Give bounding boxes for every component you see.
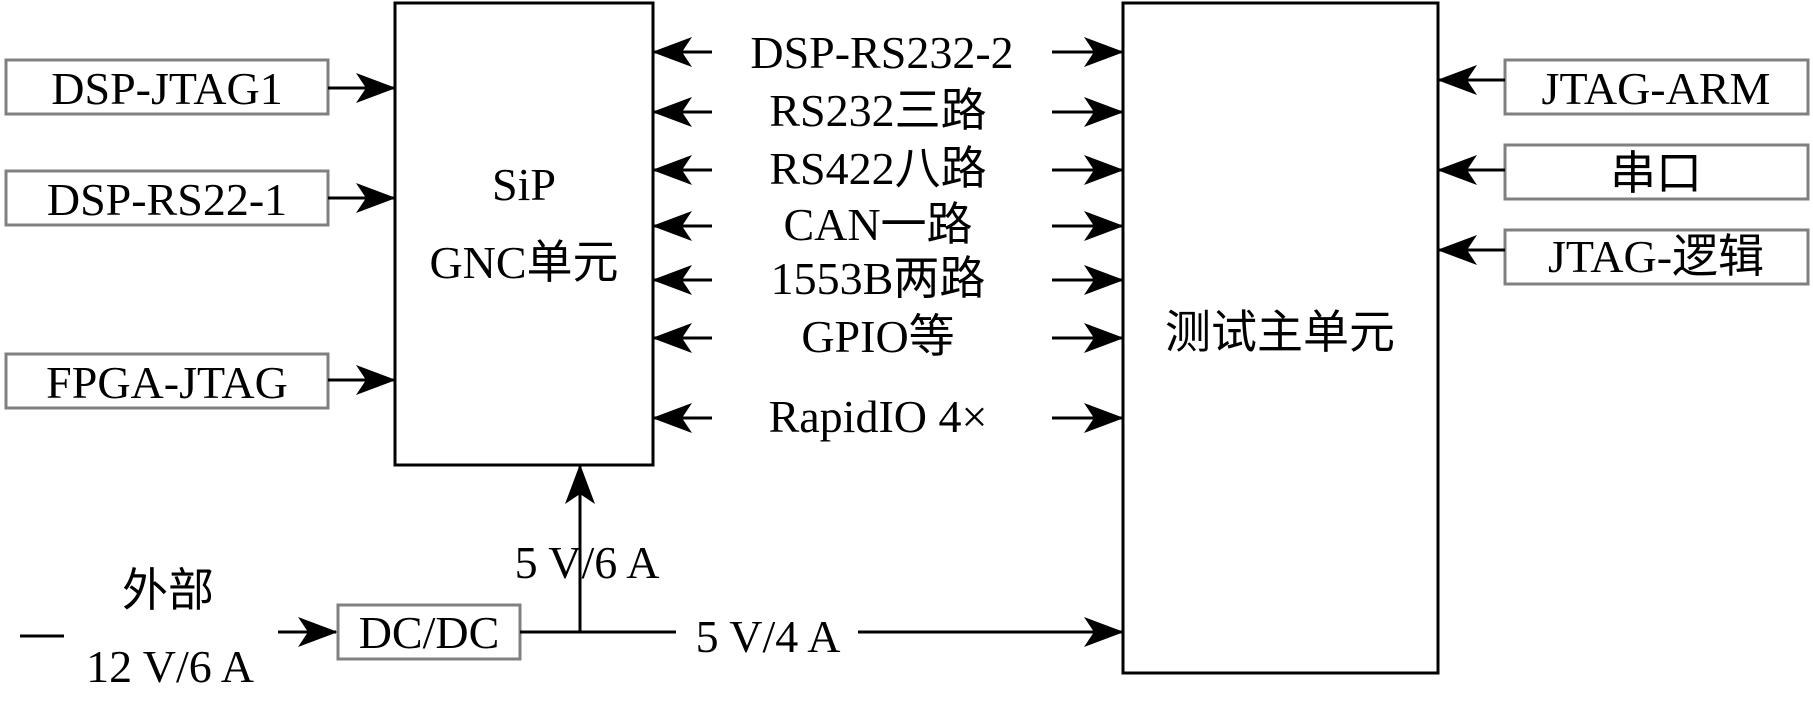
right-input-jtag-logic-label: JTAG-逻辑 [1548,231,1764,282]
interface-rs232-three-label: RS232三路 [769,85,986,136]
sip-gnc-unit: SiP GNC单元 [393,1,655,467]
left-input-dsp-jtag1-label: DSP-JTAG1 [51,63,282,114]
right-input-jtag-logic: JTAG-逻辑 [1437,228,1810,286]
interface-gpio: GPIO等 [652,311,1124,362]
power-section: 外部 12 V/6 A DC/DC 5 V/4 A 5 V/6 A [20,464,1124,692]
right-input-serial: 串口 [1437,143,1810,201]
left-input-fpga-jtag-label: FPGA-JTAG [46,357,288,408]
right-input-serial-label: 串口 [1610,148,1702,199]
test-main-unit: 测试主单元 [1121,1,1440,675]
left-input-fpga-jtag: FPGA-JTAG [4,352,396,410]
interface-bundle: DSP-RS232-2 RS232三路 RS422八路 CAN一路 1553B两… [652,27,1124,442]
power-to-sip-label: 5 V/6 A [515,537,660,588]
interface-dsp-rs232-2-label: DSP-RS232-2 [750,27,1013,78]
test-main-unit-label: 测试主单元 [1165,307,1395,358]
interface-1553b-two: 1553B两路 [652,253,1124,304]
sip-gnc-label-line1: SiP [492,159,556,210]
power-to-test-label: 5 V/4 A [696,611,841,662]
dcdc-converter-label: DC/DC [359,607,500,658]
right-input-jtag-arm-label: JTAG-ARM [1542,63,1771,114]
right-input-jtag-arm: JTAG-ARM [1437,58,1810,116]
interface-rs422-eight-label: RS422八路 [769,143,986,194]
interface-can-one-label: CAN一路 [783,199,972,250]
left-input-dsp-jtag1: DSP-JTAG1 [4,58,396,116]
interface-rs232-three: RS232三路 [652,85,1124,136]
interface-dsp-rs232-2: DSP-RS232-2 [652,27,1124,78]
interface-gpio-label: GPIO等 [801,311,954,362]
interface-can-one: CAN一路 [652,199,1124,250]
dcdc-converter: DC/DC [336,603,522,661]
interface-rs422-eight: RS422八路 [652,143,1124,194]
external-supply-label-line1: 外部 [122,565,214,616]
interface-rapidio: RapidIO 4× [652,391,1124,442]
left-input-dsp-rs22-1-label: DSP-RS22-1 [47,174,287,225]
interface-rapidio-label: RapidIO 4× [769,391,988,442]
interface-1553b-two-label: 1553B两路 [771,253,986,304]
left-input-dsp-rs22-1: DSP-RS22-1 [4,169,396,227]
external-supply-label-line2: 12 V/6 A [86,641,254,692]
sip-gnc-label-line2: GNC单元 [429,237,618,288]
